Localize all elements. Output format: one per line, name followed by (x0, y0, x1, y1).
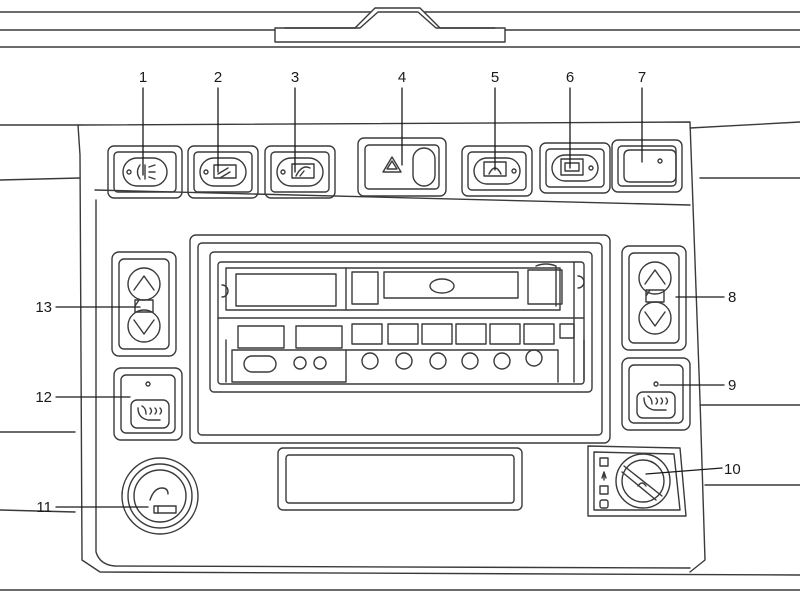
callout-12: 12 (35, 389, 52, 406)
switch-2-window-heater (187, 145, 259, 199)
dashboard-outline (0, 7, 800, 591)
callout-6: 6 (566, 69, 574, 86)
switch-8-right-window (621, 245, 687, 351)
callout-2: 2 (214, 69, 222, 86)
callout-4: 4 (398, 69, 406, 86)
storage-slot (277, 447, 523, 511)
switch-6-mirror-heater (539, 142, 611, 194)
callout-1: 1 (139, 69, 147, 86)
switch-5-front-wiper (461, 145, 533, 197)
cigarette-lighter-11 (121, 457, 199, 535)
callout-5: 5 (491, 69, 499, 86)
callout-10: 10 (724, 461, 741, 478)
switch-1-fog-light (107, 145, 183, 199)
callout-7: 7 (638, 69, 646, 86)
switch-7-blank (611, 139, 683, 193)
switch-12-left-seat-heater (113, 367, 183, 441)
switch-9-right-seat-heater (621, 357, 691, 431)
callout-labels: 1 2 3 4 5 6 7 8 9 10 11 12 13 (35, 69, 740, 516)
leader-lines (55, 87, 725, 508)
callout-11: 11 (36, 499, 52, 516)
light-switch-10 (587, 445, 687, 517)
callout-9: 9 (728, 377, 736, 394)
switch-3-rear-wiper (264, 145, 336, 199)
callout-3: 3 (291, 69, 299, 86)
radio-cassette-unit (189, 234, 611, 444)
switch-13-left-window (111, 251, 177, 357)
callout-13: 13 (35, 299, 52, 316)
callout-8: 8 (728, 289, 736, 306)
